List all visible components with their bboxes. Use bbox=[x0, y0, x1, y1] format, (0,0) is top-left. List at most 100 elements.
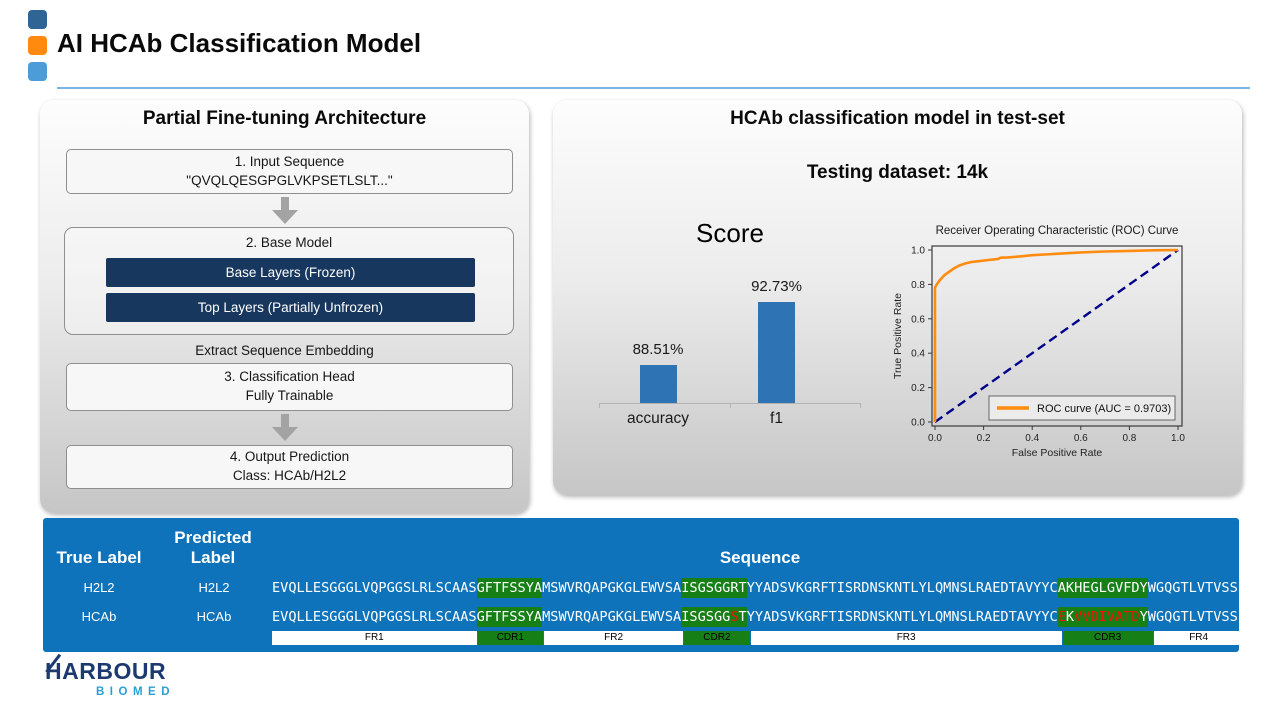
results-title: HCAb classification model in test-set bbox=[730, 108, 1065, 129]
roc-chance-line bbox=[934, 249, 1179, 423]
sequence-segment: WGQGTLVTVSS bbox=[1147, 609, 1238, 625]
bullet-square-orange bbox=[28, 36, 47, 55]
bullet-square-dark-blue bbox=[28, 10, 47, 29]
region-cdr2: CDR2 bbox=[684, 631, 750, 645]
output-prediction-box: 4. Output Prediction Class: HCAb/H2L2 bbox=[66, 445, 513, 489]
region-fr1: FR1 bbox=[272, 631, 477, 645]
sequence-highlight-segment: VVDIVATD bbox=[1074, 607, 1140, 627]
roc-figure: Receiver Operating Characteristic (ROC) … bbox=[889, 218, 1223, 470]
base-model-title: 2. Base Model bbox=[245, 235, 333, 250]
region-cdr1: CDR1 bbox=[477, 631, 544, 645]
score-category-accuracy: accuracy bbox=[626, 410, 690, 427]
architecture-title: Partial Fine-tuning Architecture bbox=[142, 108, 427, 129]
sequence-highlight-segment: S bbox=[730, 607, 739, 627]
roc-ylabel: True Positive Rate bbox=[892, 293, 904, 379]
title-divider bbox=[57, 87, 1250, 89]
predicted-label-cell: HCAb bbox=[196, 609, 232, 624]
region-label: FR4 bbox=[1189, 632, 1209, 643]
page-title: AI HCAb Classification Model bbox=[57, 28, 422, 58]
testing-dataset-label: Testing dataset: 14k bbox=[806, 162, 989, 183]
sequence-highlight-segment: ISGSGG bbox=[681, 607, 731, 627]
logo-subtitle: BIOMED bbox=[96, 686, 175, 698]
sequence-highlight-segment: T bbox=[738, 607, 747, 627]
roc-curve bbox=[933, 248, 1179, 422]
roc-y-tick-label: 0.6 bbox=[911, 314, 925, 325]
region-label: FR3 bbox=[896, 632, 916, 643]
score-bar-f1 bbox=[758, 302, 795, 403]
region-band: FR1 CDR1 FR2 CDR2 FR3 CDR3 FR4 bbox=[272, 631, 1244, 645]
roc-legend-label: ROC curve (AUC = 0.9703) bbox=[1037, 403, 1171, 415]
true-label-cell: H2L2 bbox=[83, 580, 115, 595]
roc-y-tick-label: 0.8 bbox=[911, 280, 925, 291]
roc-xlabel: False Positive Rate bbox=[1012, 447, 1103, 459]
score-bar-accuracy bbox=[639, 365, 677, 403]
sequence-segment: YYADSVKGRFTISRDNSKNTLYLQMNSLRAEDTAVYYC bbox=[746, 580, 1058, 596]
sequence-segment: MSWVRQAPGKGLEWVSA bbox=[542, 580, 682, 596]
sequence-highlight-segment: Y bbox=[1139, 607, 1148, 627]
sequence-highlight-segment: ISGSGGRT bbox=[681, 578, 747, 598]
true-label-cell: HCAb bbox=[81, 609, 117, 624]
region-fr4: FR4 bbox=[1153, 631, 1244, 645]
header-true-label: True Label bbox=[56, 548, 142, 567]
roc-plot-frame bbox=[931, 245, 1183, 427]
sequence-segment: EVQLLESGGGLVQPGGSLRLSCAAS bbox=[272, 580, 477, 596]
output-prediction-line2: Class: HCAb/H2L2 bbox=[232, 468, 347, 483]
region-cdr3: CDR3 bbox=[1062, 631, 1153, 645]
classification-head-line1: 3. Classification Head bbox=[224, 369, 355, 385]
base-layers-bar: Base Layers (Frozen) bbox=[106, 258, 475, 287]
region-label: CDR3 bbox=[1094, 632, 1122, 643]
input-sequence-line1: 1. Input Sequence bbox=[234, 153, 345, 169]
sequence-segment: YYADSVKGRFTISRDNSKNTLYLQMNSLRAEDTAVYYC bbox=[746, 609, 1058, 625]
down-arrow-icon bbox=[272, 414, 298, 441]
roc-y-tick-label: 1.0 bbox=[911, 246, 925, 257]
region-label: CDR1 bbox=[496, 632, 524, 643]
score-chart-title: Score bbox=[696, 218, 764, 248]
classification-head-line2: Fully Trainable bbox=[245, 388, 334, 403]
roc-x-tick-label: 0.8 bbox=[1122, 433, 1136, 444]
roc-x-tick-label: 0.4 bbox=[1025, 433, 1039, 444]
roc-title: Receiver Operating Characteristic (ROC) … bbox=[936, 225, 1179, 237]
roc-x-tick-label: 0.6 bbox=[1074, 433, 1088, 444]
bullet-square-light-blue bbox=[28, 62, 47, 81]
header-predicted-label: Predicted Label bbox=[174, 528, 252, 568]
top-layers-bar: Top Layers (Partially Unfrozen) bbox=[106, 293, 475, 322]
roc-x-tick-label: 1.0 bbox=[1171, 433, 1185, 444]
sequence-highlight-segment: GFTFSSYA bbox=[476, 607, 543, 627]
predicted-label-cell: H2L2 bbox=[198, 580, 230, 595]
roc-y-tick-label: 0.2 bbox=[911, 383, 925, 394]
header-sequence: Sequence bbox=[719, 548, 801, 567]
input-sequence-box: 1. Input Sequence "QVQLQESGPGLVKPSETLSLT… bbox=[66, 149, 513, 194]
sequence-segment: WGQGTLVTVSS bbox=[1147, 580, 1238, 596]
down-arrow-icon bbox=[272, 197, 298, 224]
region-label: FR2 bbox=[604, 632, 624, 643]
score-axis-tick-0 bbox=[599, 403, 600, 408]
classification-head-box: 3. Classification Head Fully Trainable bbox=[66, 363, 513, 411]
logo-name-text: HARBOUR bbox=[45, 658, 167, 684]
roc-y-tick-label: 0.0 bbox=[911, 418, 925, 429]
score-value-f1: 92.73% bbox=[751, 278, 802, 295]
score-chart: Score 88.51% accuracy 92.73% f1 bbox=[599, 218, 861, 433]
embedding-label: Extract Sequence Embedding bbox=[195, 343, 374, 358]
sequence-highlight-segment: K bbox=[1065, 607, 1075, 627]
score-category-f1: f1 bbox=[770, 410, 783, 427]
sequence-highlight-segment: GFTFSSYA bbox=[476, 578, 543, 598]
sequence-table: True Label Predicted Label Sequence H2L2… bbox=[43, 518, 1244, 652]
score-axis-tick-1 bbox=[729, 403, 731, 408]
sequence-highlight-segment: E bbox=[1057, 607, 1066, 627]
roc-svg: Receiver Operating Characteristic (ROC) … bbox=[892, 225, 1185, 459]
region-label: CDR2 bbox=[703, 632, 731, 643]
score-axis-tick-2 bbox=[860, 403, 861, 408]
base-model-box: 2. Base Model Base Layers (Frozen) Top L… bbox=[64, 227, 514, 335]
region-fr2: FR2 bbox=[544, 631, 684, 645]
roc-y-tick-label: 0.4 bbox=[911, 349, 925, 360]
region-label: FR1 bbox=[364, 632, 384, 643]
input-sequence-line2: "QVQLQESGPGLVKPSETLSLT..." bbox=[186, 172, 393, 188]
harbour-biomed-logo: HARBOUR BIOMED bbox=[45, 653, 185, 698]
results-panel: HCAb classification model in test-set Te… bbox=[553, 100, 1242, 495]
sequence-highlight-segment: AKHEGLGVFDY bbox=[1057, 578, 1148, 598]
sequence-text-row-1: EVQLLESGGGLVQPGGSLRLSCAASGFTFSSYAMSWVRQA… bbox=[272, 578, 1247, 598]
output-prediction-line1: 4. Output Prediction bbox=[229, 449, 350, 465]
sequence-segment: MSWVRQAPGKGLEWVSA bbox=[542, 609, 682, 625]
region-fr3: FR3 bbox=[750, 631, 1062, 645]
score-value-accuracy: 88.51% bbox=[632, 341, 684, 358]
